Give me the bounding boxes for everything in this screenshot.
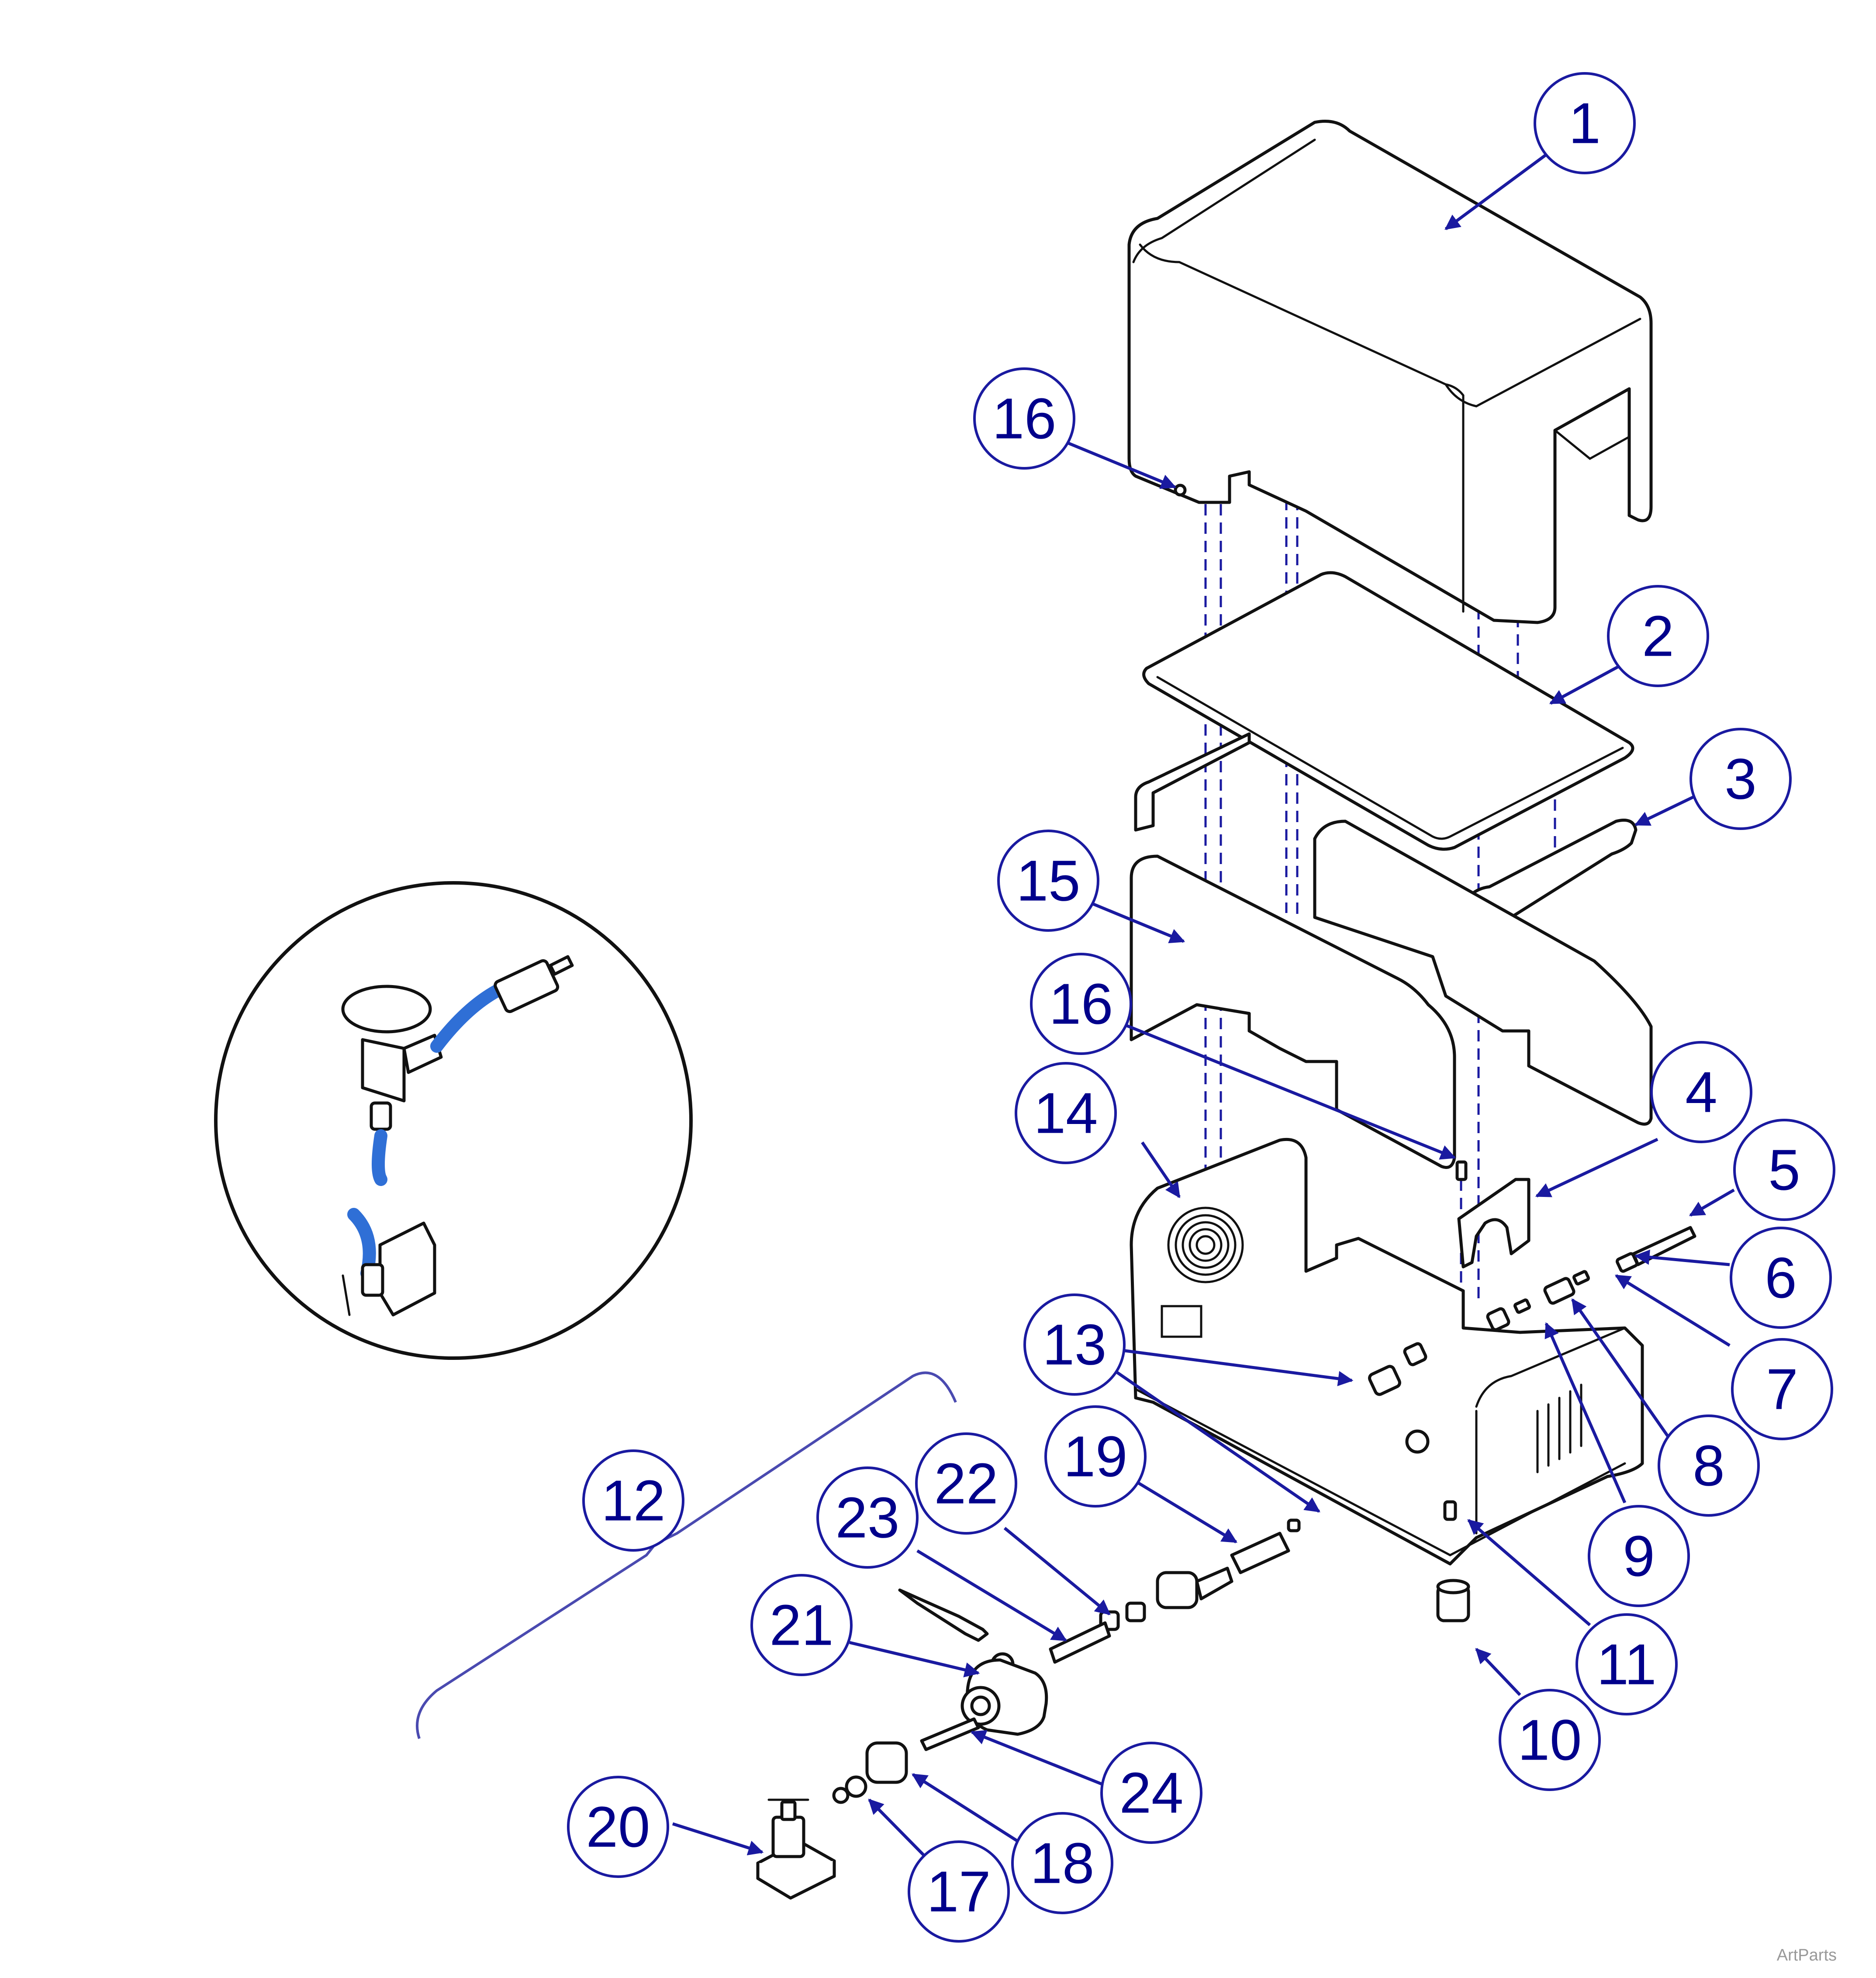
bracket-part bbox=[1457, 1178, 1531, 1269]
callout-21: 21 bbox=[750, 1574, 853, 1676]
leader-lines bbox=[672, 153, 1735, 1859]
callout-20: 20 bbox=[567, 1776, 669, 1878]
callout-15-label: 15 bbox=[1016, 849, 1081, 913]
leader-2 bbox=[1549, 661, 1626, 705]
leader-16b bbox=[1117, 1020, 1456, 1160]
callout-23: 23 bbox=[816, 1466, 919, 1569]
watermark-text: ArtParts bbox=[1777, 1946, 1837, 1964]
callout-12: 12 bbox=[582, 1449, 684, 1552]
leader-14 bbox=[1141, 1141, 1181, 1198]
leader-24 bbox=[970, 1730, 1104, 1786]
leader-16a bbox=[1063, 439, 1177, 489]
top-cover-part bbox=[1127, 120, 1653, 624]
callout-13: 13 bbox=[1023, 1293, 1126, 1396]
callout-3: 3 bbox=[1689, 728, 1792, 830]
callout-7-label: 7 bbox=[1766, 1357, 1798, 1421]
leader-13b bbox=[1115, 1370, 1320, 1513]
callout-8-label: 8 bbox=[1693, 1434, 1724, 1498]
leader-18 bbox=[912, 1773, 1021, 1844]
leader-11 bbox=[1467, 1519, 1591, 1626]
callout-17: 17 bbox=[908, 1840, 1010, 1943]
callout-7: 7 bbox=[1731, 1338, 1833, 1440]
base-chassis-part bbox=[1130, 1138, 1644, 1566]
callout-6-label: 6 bbox=[1765, 1246, 1797, 1310]
leader-20 bbox=[672, 1822, 764, 1856]
callout-1-label: 1 bbox=[1569, 91, 1600, 156]
callout-2-label: 2 bbox=[1642, 604, 1674, 668]
valve-assembly-part bbox=[756, 1518, 1301, 1900]
callout-20-label: 20 bbox=[586, 1795, 650, 1859]
leader-10 bbox=[1475, 1648, 1521, 1696]
leader-4 bbox=[1535, 1138, 1658, 1198]
side-panel-part bbox=[1130, 820, 1653, 1169]
leader-9 bbox=[1544, 1322, 1627, 1504]
callout-18-label: 18 bbox=[1030, 1831, 1095, 1895]
callout-4: 4 bbox=[1650, 1041, 1752, 1143]
foot-part bbox=[1436, 1579, 1470, 1622]
leader-21 bbox=[849, 1641, 980, 1677]
leader-15 bbox=[1080, 897, 1185, 944]
leader-13a bbox=[1118, 1348, 1354, 1387]
callout-10-label: 10 bbox=[1518, 1708, 1582, 1772]
detail-inset bbox=[214, 881, 693, 1360]
callout-22: 22 bbox=[915, 1432, 1017, 1535]
callout-4-label: 4 bbox=[1685, 1060, 1717, 1124]
callout-11: 11 bbox=[1575, 1613, 1678, 1715]
screw-part bbox=[1443, 1500, 1457, 1521]
callout-11-label: 11 bbox=[1596, 1632, 1656, 1697]
callout-21-label: 21 bbox=[770, 1593, 834, 1657]
leader-5 bbox=[1689, 1188, 1735, 1217]
callout-6: 6 bbox=[1730, 1227, 1832, 1329]
leader-23 bbox=[916, 1549, 1067, 1642]
callout-1: 1 bbox=[1534, 72, 1636, 174]
callout-9-label: 9 bbox=[1623, 1524, 1655, 1588]
callout-9: 9 bbox=[1588, 1505, 1690, 1607]
callout-19-label: 19 bbox=[1064, 1425, 1128, 1489]
callout-24: 24 bbox=[1100, 1742, 1202, 1844]
leader-7 bbox=[1615, 1274, 1731, 1347]
callout-12-label: 12 bbox=[601, 1469, 666, 1533]
callout-8: 8 bbox=[1658, 1414, 1760, 1517]
callout-14-label: 14 bbox=[1034, 1081, 1098, 1145]
callout-10: 10 bbox=[1499, 1689, 1601, 1791]
leader-8 bbox=[1571, 1298, 1670, 1439]
callout-16a: 16 bbox=[973, 367, 1075, 470]
callout-23-label: 23 bbox=[836, 1486, 900, 1550]
callout-13-label: 13 bbox=[1043, 1313, 1107, 1377]
leader-19 bbox=[1133, 1479, 1237, 1543]
leader-17 bbox=[868, 1798, 927, 1859]
callout-16a-label: 16 bbox=[992, 387, 1057, 451]
callout-18: 18 bbox=[1011, 1812, 1113, 1914]
top-plate-part bbox=[1142, 571, 1634, 851]
callout-2: 2 bbox=[1607, 585, 1709, 687]
callout-16b-label: 16 bbox=[1049, 972, 1113, 1036]
callout-5: 5 bbox=[1733, 1119, 1835, 1221]
callout-3-label: 3 bbox=[1724, 747, 1756, 811]
vent-slots bbox=[1536, 1383, 1582, 1473]
callout-19: 19 bbox=[1044, 1405, 1147, 1508]
leader-22 bbox=[1003, 1527, 1111, 1615]
leader-6 bbox=[1634, 1249, 1730, 1266]
callout-17-label: 17 bbox=[927, 1860, 991, 1924]
callout-16b: 16 bbox=[1030, 953, 1132, 1055]
leader-3 bbox=[1634, 794, 1696, 826]
leader-1 bbox=[1444, 153, 1548, 230]
callout-14: 14 bbox=[1015, 1062, 1117, 1164]
callout-22-label: 22 bbox=[934, 1452, 998, 1516]
screw-16-parts bbox=[1174, 484, 1468, 1181]
callout-15: 15 bbox=[997, 830, 1099, 932]
callout-5-label: 5 bbox=[1768, 1138, 1800, 1202]
callout-24-label: 24 bbox=[1119, 1761, 1184, 1825]
